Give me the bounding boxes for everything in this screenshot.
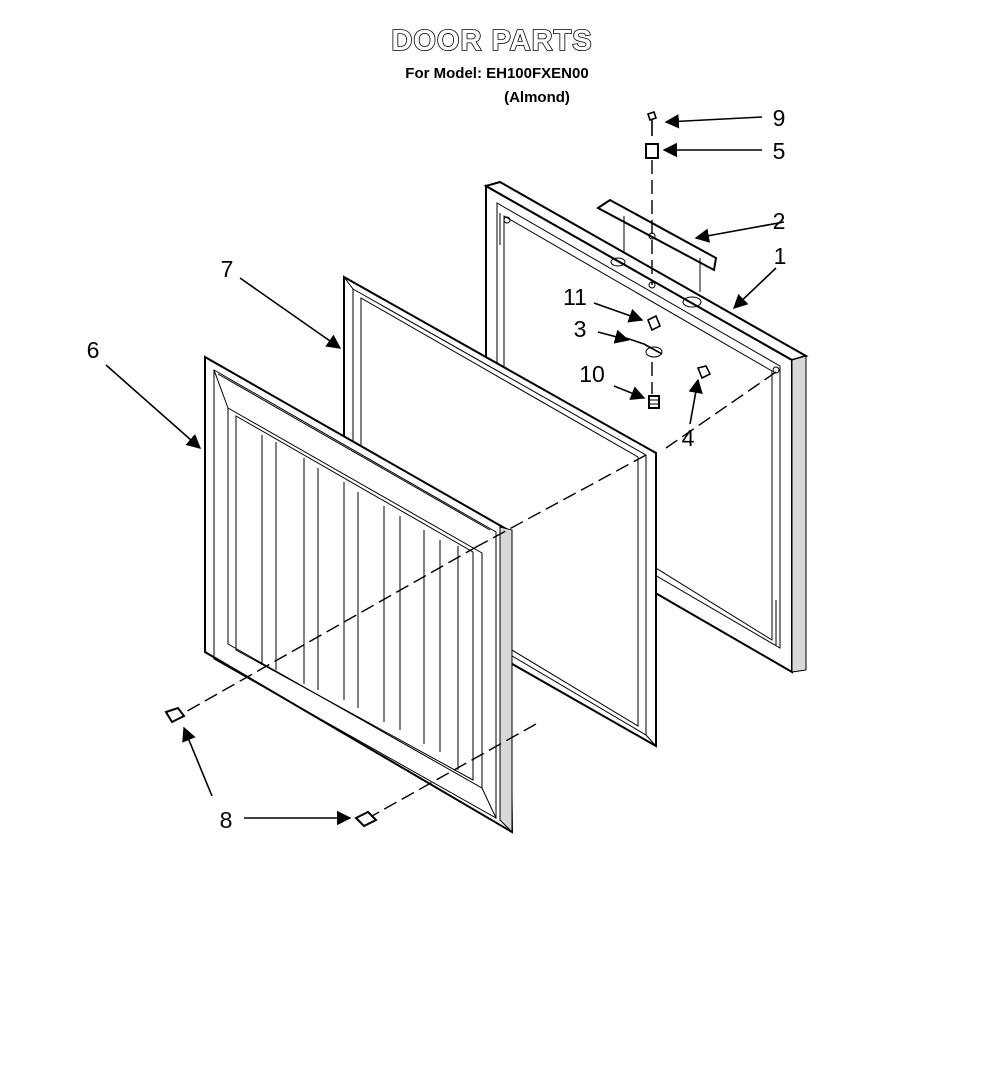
callout-4: 4 — [682, 425, 695, 451]
assembly-lines — [181, 362, 777, 817]
inner-door-liner — [204, 355, 514, 834]
hinge-part — [596, 198, 718, 292]
callout-6: 6 — [87, 337, 100, 363]
outer-door-panel — [483, 180, 809, 674]
top-screw — [646, 110, 658, 136]
model-line: For Model: EH100FXEN00 — [405, 65, 588, 82]
callout-5: 5 — [773, 138, 786, 164]
callout-3: 3 — [574, 316, 587, 342]
callout-10: 10 — [579, 361, 605, 387]
callout-8: 8 — [220, 807, 233, 833]
hinge-pin — [646, 314, 662, 332]
hinge-bushing — [645, 143, 659, 289]
callout-1: 1 — [774, 243, 787, 269]
callout-9: 9 — [773, 105, 786, 131]
page-title: DOOR PARTS — [391, 25, 592, 57]
callout-7: 7 — [221, 256, 234, 282]
door-clip — [696, 365, 712, 380]
callout-11: 11 — [563, 284, 587, 310]
door-stop-screw — [648, 395, 660, 409]
callout-2: 2 — [773, 208, 786, 234]
leader-lines — [105, 114, 785, 826]
door-screws — [164, 706, 378, 828]
door-stop-bracket — [625, 337, 663, 358]
color-line: (Almond) — [504, 89, 570, 106]
